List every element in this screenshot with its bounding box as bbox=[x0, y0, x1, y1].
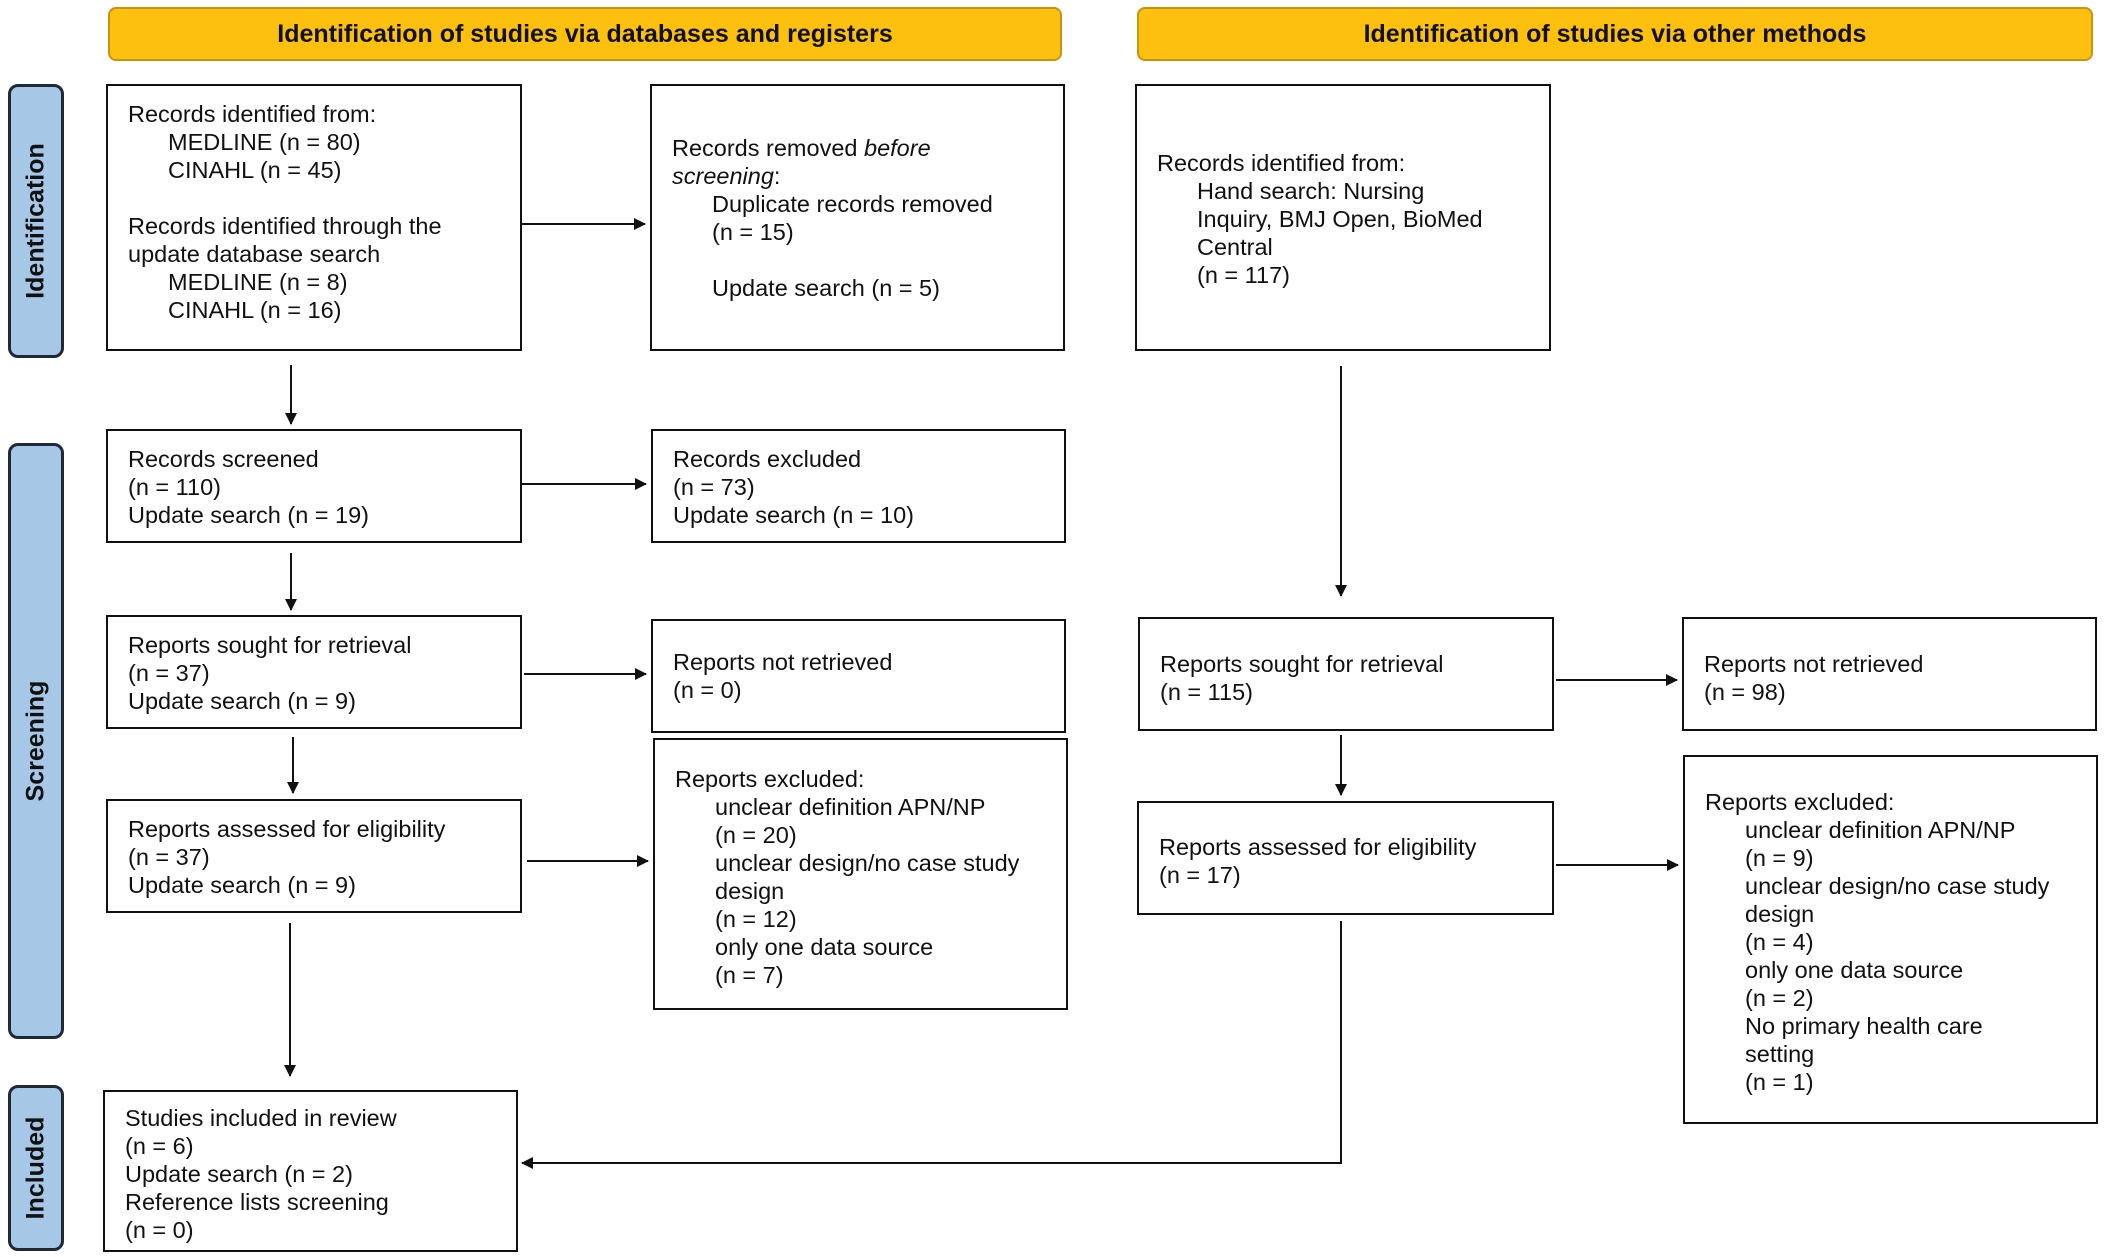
text-line: screening: bbox=[672, 162, 1043, 190]
phase-identification: Identification bbox=[8, 84, 64, 358]
text-line: (n = 117) bbox=[1197, 262, 1290, 288]
text-line: Update search (n = 5) bbox=[712, 275, 940, 301]
phase-included: Included bbox=[8, 1085, 64, 1251]
text-line: MEDLINE (n = 8) bbox=[168, 269, 348, 295]
text-line: (n = 37) bbox=[128, 844, 210, 870]
text-line: Update search (n = 2) bbox=[125, 1161, 353, 1187]
text-line: design bbox=[1745, 901, 1815, 927]
other-reports-not-retrieved-box: Reports not retrieved (n = 98) bbox=[1682, 617, 2097, 731]
db-records-screened-box: Records screened (n = 110) Update search… bbox=[106, 429, 522, 543]
text-line: Update search (n = 9) bbox=[128, 872, 356, 898]
text-line: (n = 0) bbox=[125, 1217, 194, 1243]
text-line: (n = 98) bbox=[1704, 679, 1786, 705]
text-line: (n = 15) bbox=[712, 219, 794, 245]
db-reports-sought-box: Reports sought for retrieval (n = 37) Up… bbox=[106, 615, 522, 729]
text-line: (n = 17) bbox=[1159, 862, 1241, 888]
other-reports-excluded-box: Reports excluded: unclear definition APN… bbox=[1683, 755, 2098, 1124]
text-line: Records excluded bbox=[673, 446, 862, 472]
phase-screening: Screening bbox=[8, 443, 64, 1039]
db-records-excluded-box: Records excluded (n = 73) Update search … bbox=[651, 429, 1066, 543]
text-line: Records screened bbox=[128, 446, 319, 472]
text-part: Records removed bbox=[672, 135, 864, 161]
text-line: (n = 73) bbox=[673, 474, 755, 500]
db-records-removed-box: Records removed before screening: Duplic… bbox=[650, 84, 1065, 351]
arrow-other-to-studies-included bbox=[521, 921, 1342, 1169]
text-line: (n = 4) bbox=[1745, 929, 1814, 955]
text-line: only one data source bbox=[1745, 957, 1964, 983]
text-line: Reports not retrieved bbox=[1704, 651, 1924, 677]
db-reports-not-retrieved-box: Reports not retrieved (n = 0) bbox=[651, 619, 1066, 733]
text-line: Hand search: Nursing bbox=[1197, 178, 1425, 204]
text-line: Update search (n = 9) bbox=[128, 688, 356, 714]
header-databases: Identification of studies via databases … bbox=[108, 7, 1062, 61]
text-line: MEDLINE (n = 80) bbox=[168, 129, 361, 155]
header-other-methods-label: Identification of studies via other meth… bbox=[1363, 19, 1867, 48]
text-line: (n = 12) bbox=[715, 906, 797, 932]
text-part: : bbox=[773, 163, 781, 189]
text-line: unclear definition APN/NP bbox=[1745, 817, 2016, 843]
text-line: unclear definition APN/NP bbox=[715, 794, 986, 820]
text-line: Duplicate records removed bbox=[712, 191, 993, 217]
text-line: Reports assessed for eligibility bbox=[128, 816, 446, 842]
text-line: Reports excluded: bbox=[675, 766, 865, 792]
db-reports-excluded-box: Reports excluded: unclear definition APN… bbox=[653, 738, 1068, 1010]
text-line: Reports sought for retrieval bbox=[1160, 651, 1444, 677]
text-line: Reports not retrieved bbox=[673, 649, 893, 675]
text-line: CINAHL (n = 16) bbox=[168, 297, 342, 323]
text-line: Records removed before bbox=[672, 134, 1043, 162]
text-line: (n = 2) bbox=[1745, 985, 1814, 1011]
text-part-italic: before bbox=[864, 135, 931, 161]
other-records-identified-box: Records identified from: Hand search: Nu… bbox=[1135, 84, 1551, 351]
text-line: unclear design/no case study bbox=[715, 850, 1020, 876]
other-reports-sought-box: Reports sought for retrieval (n = 115) bbox=[1138, 617, 1554, 731]
db-reports-assessed-box: Reports assessed for eligibility (n = 37… bbox=[106, 799, 522, 913]
other-reports-assessed-box: Reports assessed for eligibility (n = 17… bbox=[1137, 801, 1554, 915]
text-line: (n = 9) bbox=[1745, 845, 1814, 871]
text-line: Records identified from: bbox=[128, 101, 377, 127]
text-line: Records identified through the bbox=[128, 213, 442, 239]
text-line: only one data source bbox=[715, 934, 934, 960]
text-line: Update search (n = 19) bbox=[128, 502, 370, 528]
studies-included-box: Studies included in review (n = 6) Updat… bbox=[103, 1090, 518, 1252]
text-line: Reports excluded: bbox=[1705, 789, 1895, 815]
text-line: No primary health care bbox=[1745, 1013, 1983, 1039]
text-line: Studies included in review bbox=[125, 1105, 397, 1131]
text-line: Records identified from: bbox=[1157, 150, 1406, 176]
text-line: Inquiry, BMJ Open, BioMed bbox=[1197, 206, 1483, 232]
text-line: (n = 1) bbox=[1745, 1069, 1814, 1095]
text-line: (n = 0) bbox=[673, 677, 742, 703]
text-line: setting bbox=[1745, 1041, 1815, 1067]
text-line: Reference lists screening bbox=[125, 1189, 389, 1215]
text-line: Central bbox=[1197, 234, 1273, 260]
text-line: (n = 115) bbox=[1160, 679, 1253, 705]
header-databases-label: Identification of studies via databases … bbox=[277, 19, 893, 48]
text-line: (n = 20) bbox=[715, 822, 797, 848]
text-line: CINAHL (n = 45) bbox=[168, 157, 342, 183]
text-line: Reports assessed for eligibility bbox=[1159, 834, 1477, 860]
text-line: Reports sought for retrieval bbox=[128, 632, 412, 658]
text-line: update database search bbox=[128, 241, 381, 267]
text-line: (n = 7) bbox=[715, 962, 784, 988]
db-records-identified-box: Records identified from: MEDLINE (n = 80… bbox=[106, 84, 522, 351]
text-line: design bbox=[715, 878, 785, 904]
header-other-methods: Identification of studies via other meth… bbox=[1137, 7, 2093, 61]
text-line: unclear design/no case study bbox=[1745, 873, 2050, 899]
text-line: (n = 6) bbox=[125, 1133, 194, 1159]
text-line: (n = 37) bbox=[128, 660, 210, 686]
text-line: Update search (n = 10) bbox=[673, 502, 915, 528]
text-line: (n = 110) bbox=[128, 474, 221, 500]
text-part-italic: screening bbox=[672, 163, 774, 189]
